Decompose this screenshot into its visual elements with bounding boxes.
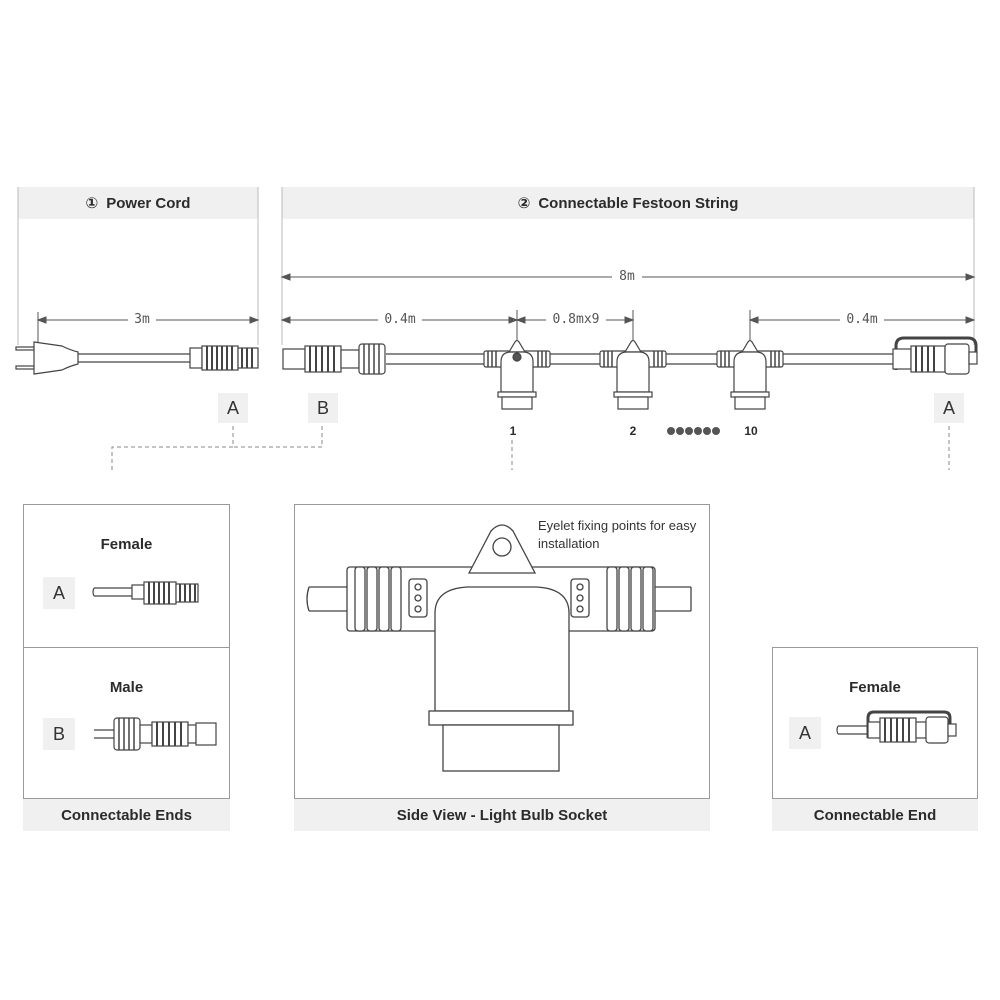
- socket-side-view-drawing: [306, 524, 692, 772]
- total-length-label: 8m: [612, 269, 642, 284]
- power-cord-title: Power Cord: [106, 194, 191, 212]
- ends-female-title: Female: [100, 536, 153, 553]
- socket-side-view-footer: Side View - Light Bulb Socket: [294, 799, 710, 831]
- connectable-end-footer: Connectable End: [772, 799, 978, 831]
- lead-left-label: 0.4m: [378, 312, 422, 327]
- lead-right-label: 0.4m: [840, 312, 884, 327]
- connectable-ends-footer: Connectable Ends: [23, 799, 230, 831]
- ellipsis-dots: [667, 427, 720, 435]
- end-female-label: A: [789, 717, 821, 749]
- string-start-label: B: [308, 393, 338, 423]
- ends-divider: [23, 647, 230, 648]
- festoon-title: Connectable Festoon String: [538, 194, 739, 212]
- socket-icon: [483, 339, 551, 410]
- string-end-label: A: [934, 393, 964, 423]
- power-plug-icon: [15, 341, 190, 375]
- socket-number-10: 10: [744, 424, 758, 438]
- ends-male-label: B: [43, 718, 75, 750]
- cord-female-connector-icon: [189, 345, 259, 371]
- ends-female-connector-icon: [92, 581, 199, 605]
- ends-male-title: Male: [109, 679, 144, 696]
- power-cord-marker: ①: [85, 195, 99, 212]
- socket-note: Eyelet fixing points for easy installati…: [538, 518, 697, 551]
- string-male-connector-icon: [282, 343, 386, 375]
- end-female-connector-icon: [836, 710, 957, 744]
- power-cord-header: ① Power Cord: [18, 187, 258, 219]
- socket-icon: [716, 339, 784, 410]
- ends-female-label: A: [43, 577, 75, 609]
- end-female-title: Female: [849, 679, 901, 696]
- ends-male-connector-icon: [94, 717, 217, 751]
- socket-number-2: 2: [629, 424, 637, 438]
- socket-icon: [599, 339, 667, 410]
- festoon-diagram: [15, 187, 978, 470]
- festoon-header: ② Connectable Festoon String: [282, 187, 974, 219]
- cord-end-label: A: [218, 393, 248, 423]
- eyelet-highlight-dot: [512, 352, 522, 362]
- spacing-label: 0.8mx9: [546, 312, 606, 327]
- string-female-connector-icon: [892, 336, 978, 375]
- cord-length-label: 3m: [128, 312, 156, 327]
- festoon-marker: ②: [517, 195, 531, 212]
- socket-number-1: 1: [509, 424, 517, 438]
